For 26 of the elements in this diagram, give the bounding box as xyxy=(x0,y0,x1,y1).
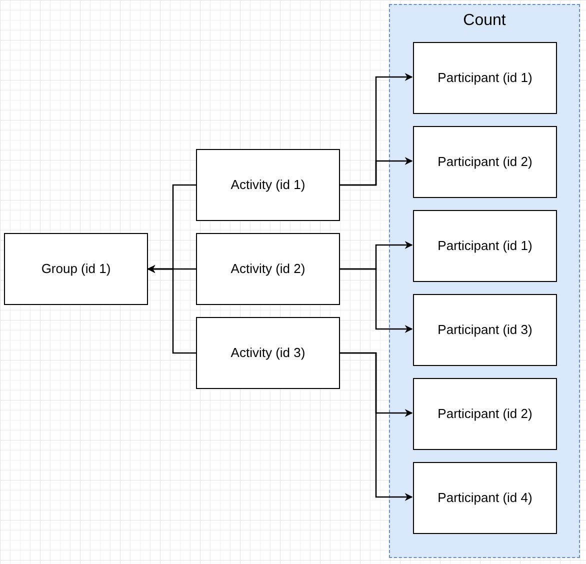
node-label: Participant (id 3) xyxy=(438,321,532,340)
group-container xyxy=(389,4,580,558)
process-box xyxy=(196,233,340,305)
process-box xyxy=(413,210,557,282)
container-title: Count xyxy=(462,11,507,31)
process-box xyxy=(413,462,557,534)
process-box xyxy=(196,149,340,221)
connector-arrow xyxy=(147,265,196,354)
node-label: Participant (id 4) xyxy=(438,489,532,508)
process-box xyxy=(413,378,557,450)
process-box xyxy=(413,294,557,366)
node-label: Activity (id 2) xyxy=(230,260,306,278)
connector-arrow xyxy=(340,157,413,186)
connector-arrow xyxy=(340,268,413,333)
process-box xyxy=(4,233,148,305)
node-label: Activity (id 1) xyxy=(230,176,306,194)
node-label: Group (id 1) xyxy=(41,260,111,278)
node-label: Activity (id 3) xyxy=(230,344,306,362)
node-label: Participant (id 1) xyxy=(438,237,532,256)
connector-arrow xyxy=(340,352,413,501)
node-label: Participant (id 1) xyxy=(438,69,532,88)
process-box xyxy=(413,42,557,114)
node-label: Participant (id 2) xyxy=(438,153,532,172)
process-box xyxy=(413,126,557,198)
node-label: Participant (id 2) xyxy=(438,405,532,424)
process-box xyxy=(196,317,340,389)
